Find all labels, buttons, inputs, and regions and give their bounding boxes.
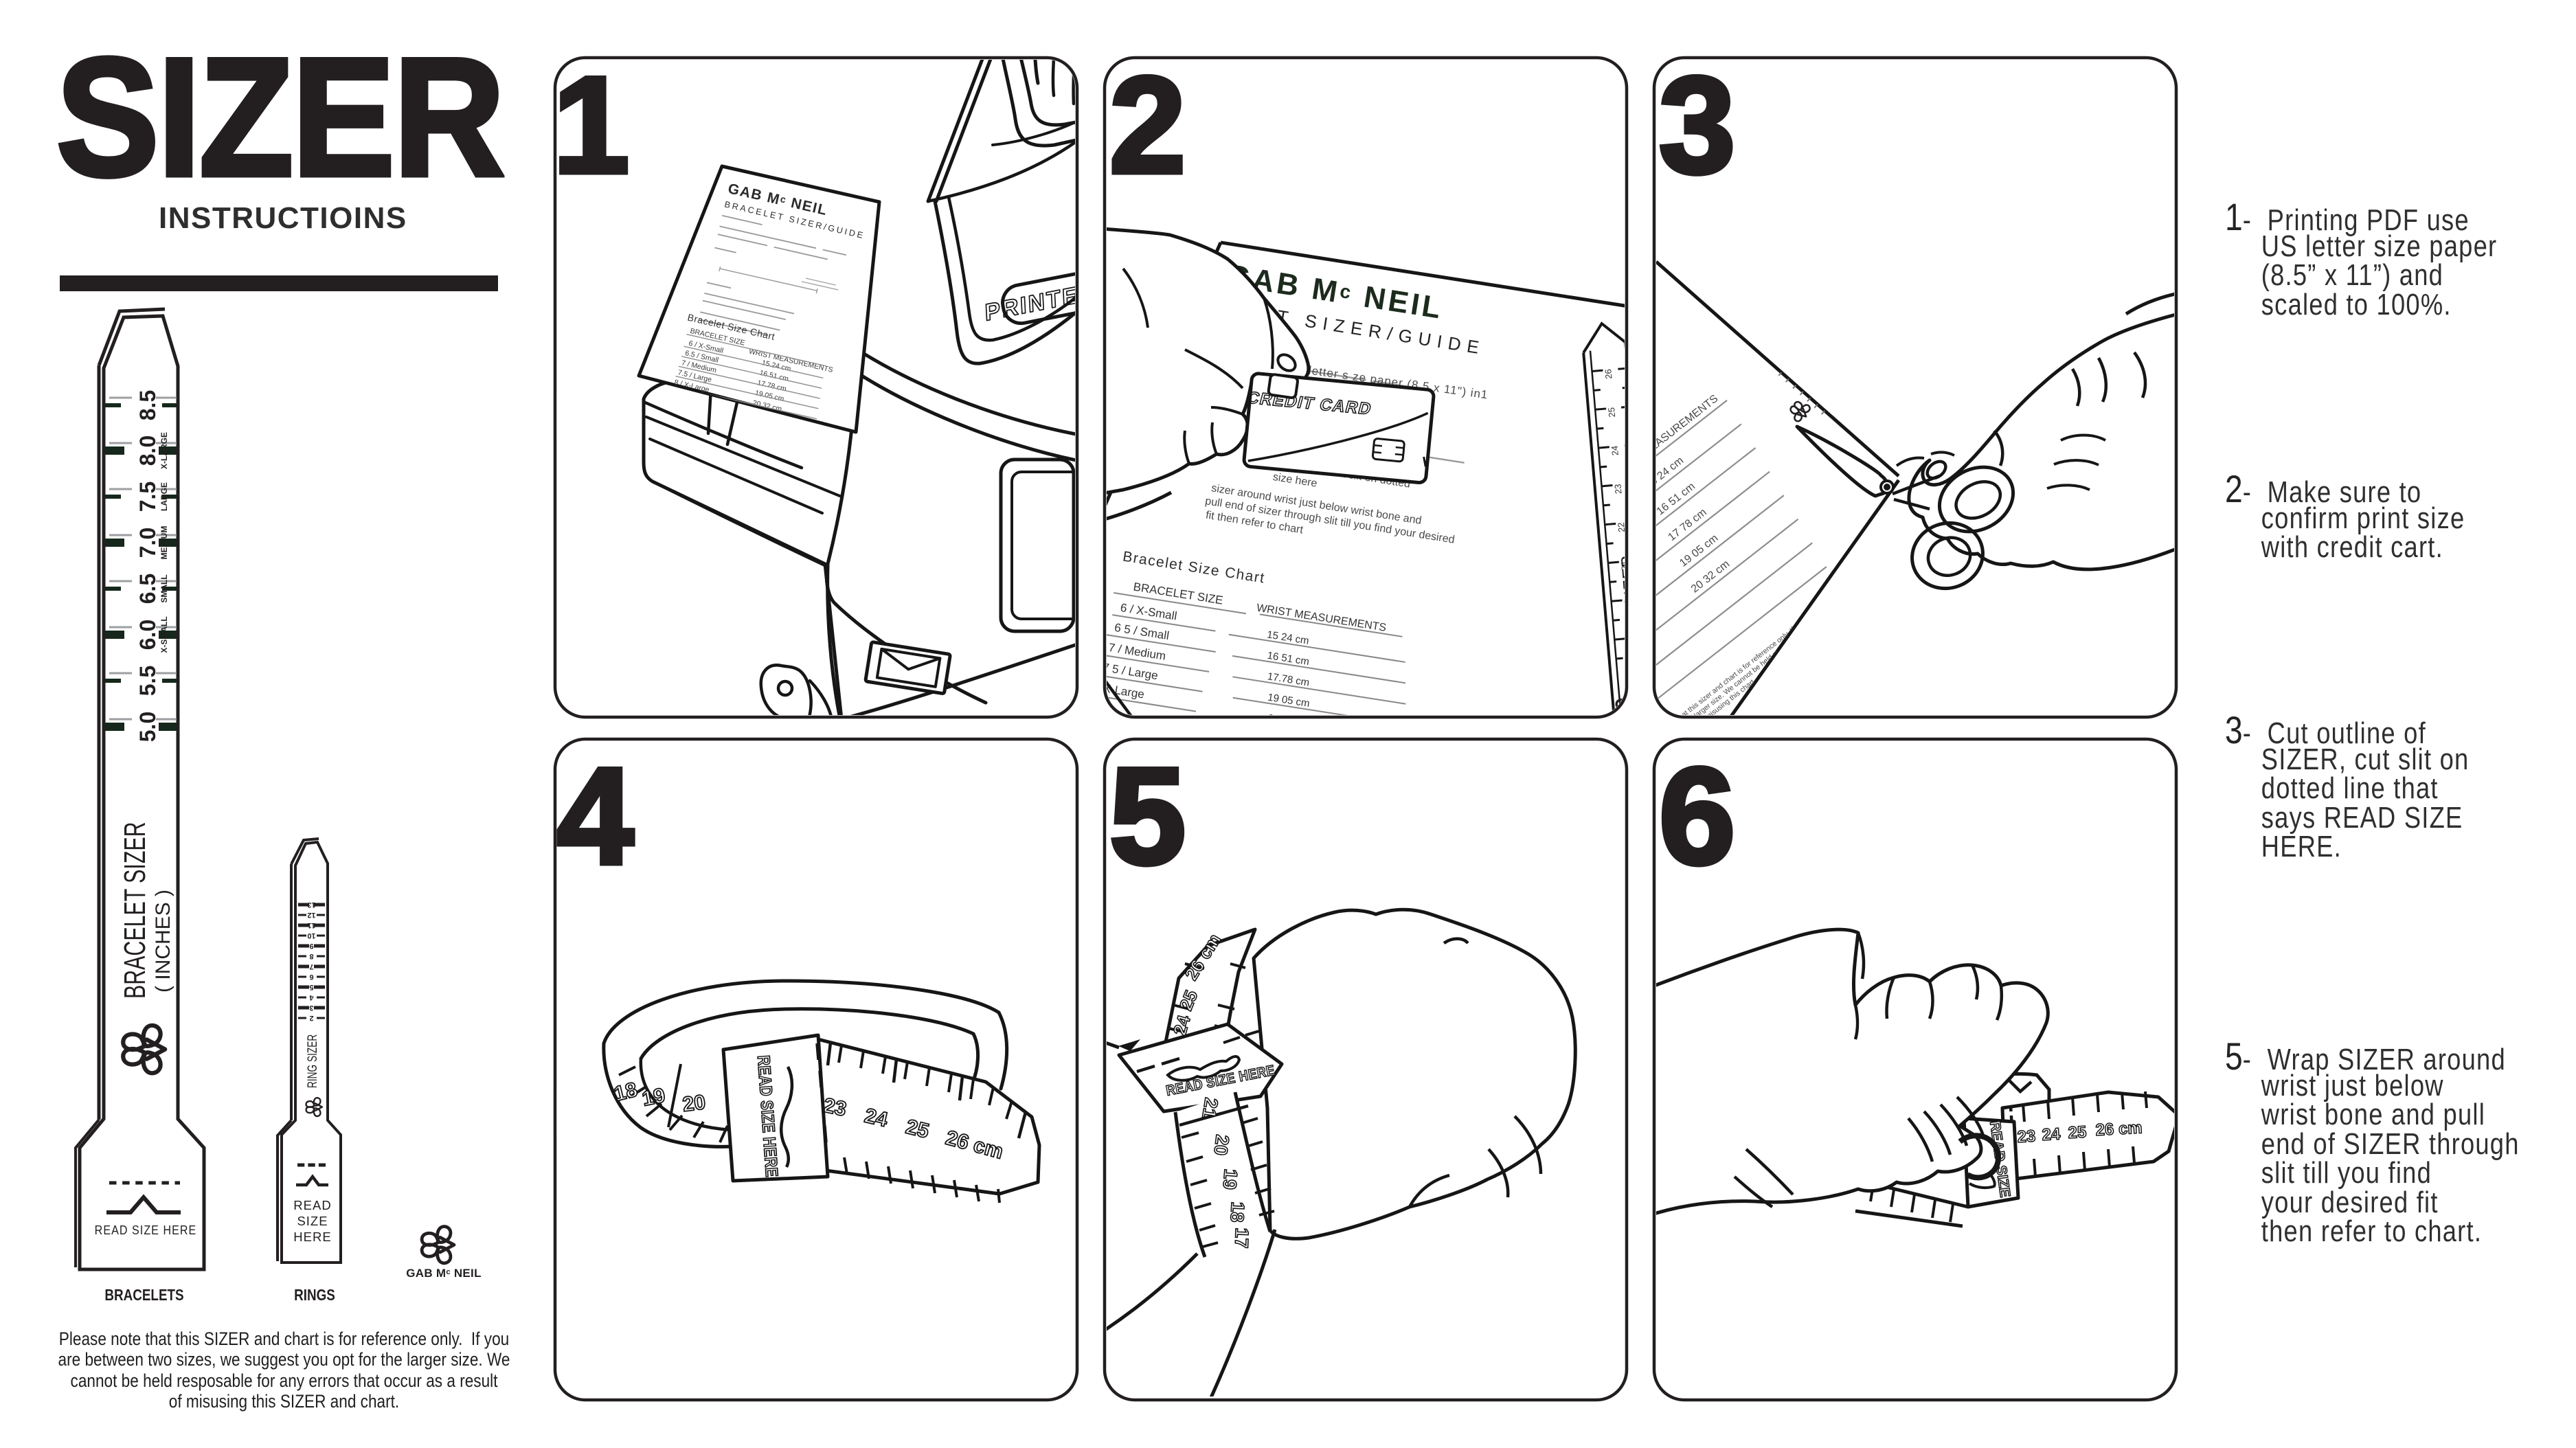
svg-text:13: 13 [307,901,315,909]
svg-text:HERE: HERE [293,1230,331,1244]
svg-text:1: 1 [553,56,629,202]
svg-text:5: 5 [309,983,313,991]
svg-text:6: 6 [1659,740,1735,893]
svg-text:22: 22 [1616,522,1627,533]
svg-text:24: 24 [2042,1125,2061,1144]
svg-text:7.0: 7.0 [135,528,160,558]
svg-text:GAB Mc NEIL: GAB Mc NEIL [406,1267,482,1280]
svg-text:25: 25 [1606,407,1617,418]
svg-text:26: 26 [1603,369,1614,380]
svg-text:7: 7 [309,962,313,971]
svg-text:5.0: 5.0 [135,712,160,742]
svg-text:6: 6 [309,973,313,981]
svg-text:LARGE: LARGE [159,482,169,511]
svg-text:( INCHES ): ( INCHES ) [152,890,174,993]
svg-text:SMALL: SMALL [159,574,169,602]
svg-text:24: 24 [1609,445,1620,456]
svg-text:20 32: 20 32 [1267,712,1294,719]
svg-text:9: 9 [309,942,313,950]
svg-text:23: 23 [2017,1127,2036,1146]
svg-text:11: 11 [308,921,316,929]
svg-text:5.5: 5.5 [135,666,160,696]
svg-text:24: 24 [862,1105,890,1132]
svg-text:10: 10 [307,931,315,940]
svg-text:12: 12 [307,911,315,919]
svg-text:RING SIZER: RING SIZER [305,1034,320,1088]
svg-text:25: 25 [903,1116,931,1143]
svg-text:19: 19 [640,1084,667,1111]
svg-text:2: 2 [1109,56,1186,202]
svg-text:21: 21 [1619,561,1629,572]
svg-text:17: 17 [1231,1228,1252,1249]
svg-text:READ: READ [293,1198,331,1212]
svg-text:MEDIUM: MEDIUM [159,526,169,560]
svg-text:20: 20 [1210,1133,1232,1156]
svg-text:21: 21 [1198,1096,1221,1120]
svg-text:X-LARGE: X-LARGE [159,432,169,469]
svg-text:4: 4 [309,993,314,1002]
svg-text:6.0: 6.0 [135,620,160,650]
svg-text:25: 25 [2068,1123,2087,1142]
svg-text:3: 3 [1659,56,1735,202]
svg-text:23: 23 [1612,484,1623,495]
svg-text:6.5: 6.5 [135,574,160,604]
svg-text:18: 18 [612,1078,640,1106]
svg-text:8.0: 8.0 [135,435,160,466]
svg-text:READ SIZE HERE: READ SIZE HERE [95,1223,197,1237]
svg-text:8: 8 [309,952,313,960]
svg-text:7.5: 7.5 [135,482,160,512]
svg-text:BRACELET SIZER: BRACELET SIZER [119,822,152,999]
svg-text:23: 23 [822,1094,849,1121]
svg-text:2: 2 [309,1014,313,1022]
svg-text:19: 19 [1219,1168,1241,1190]
svg-text:20: 20 [681,1091,707,1116]
svg-text:X-SMALL: X-SMALL [159,616,169,653]
svg-text:18: 18 [1226,1201,1248,1223]
svg-text:20: 20 [1622,598,1629,609]
svg-text:SIZE: SIZE [297,1214,328,1228]
svg-text:26 cm: 26 cm [2095,1118,2143,1140]
svg-text:3: 3 [309,1004,313,1012]
svg-text:4: 4 [557,740,633,893]
svg-text:8.5: 8.5 [135,390,160,420]
svg-text:5: 5 [1109,740,1186,893]
